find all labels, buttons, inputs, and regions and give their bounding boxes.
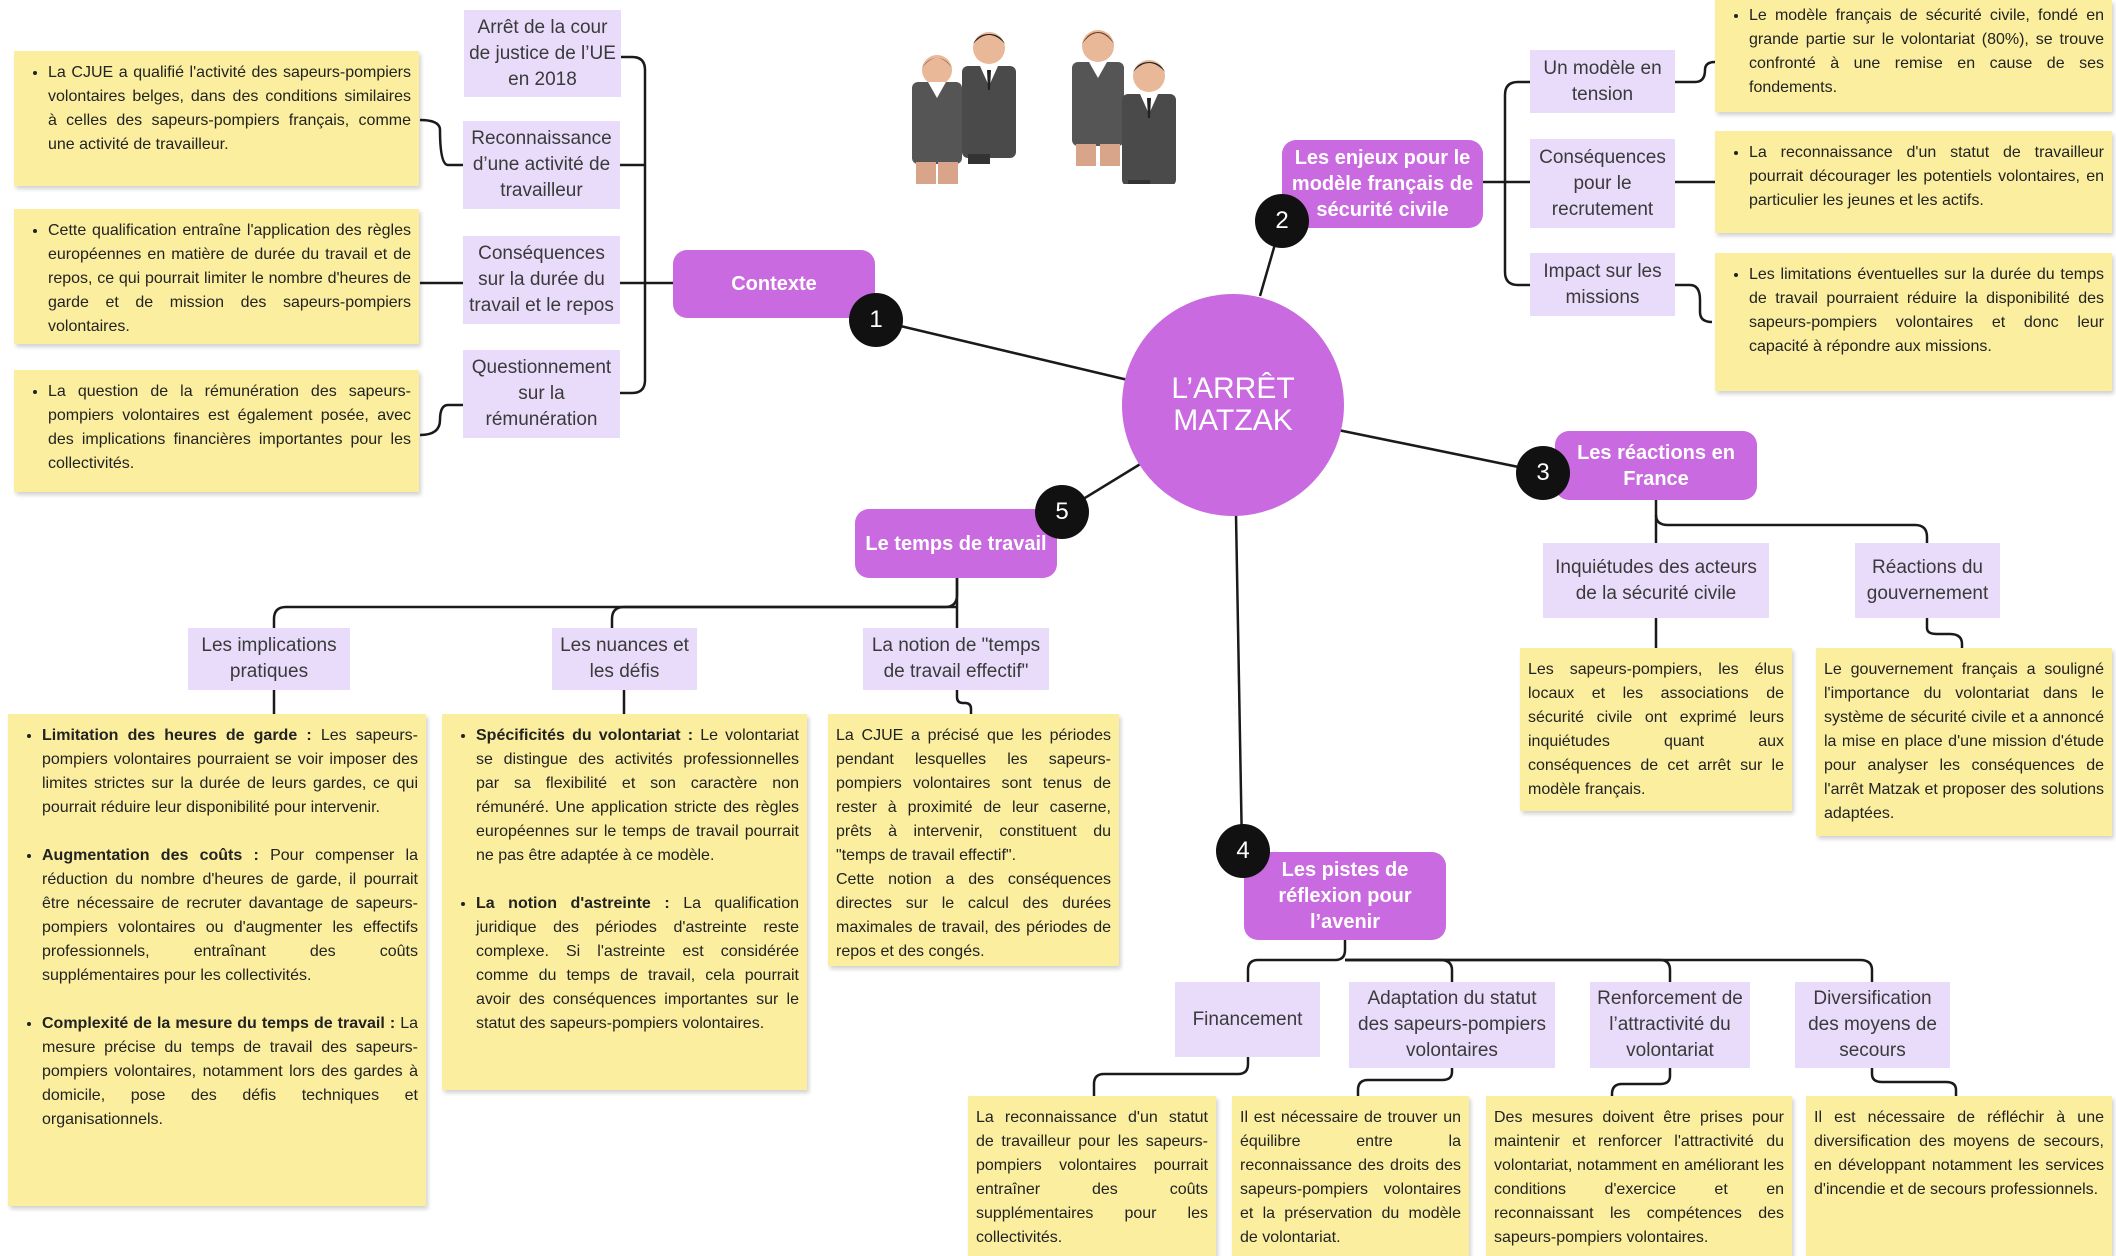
note-text: La question de la rémunération des sapeu…: [48, 380, 411, 476]
note-financement: La reconnaissance d'un statut de travail…: [968, 1096, 1216, 1256]
note-remuneration: La question de la rémunération des sapeu…: [14, 370, 419, 492]
badge-4: 4: [1216, 824, 1270, 878]
subtopic-financement[interactable]: Financement: [1175, 982, 1320, 1057]
subtopic-adaptation[interactable]: Adaptation du statut des sapeurs-pompier…: [1349, 982, 1555, 1068]
badge-2: 2: [1255, 194, 1309, 248]
subtopic-notion[interactable]: La notion de "temps de travail effectif": [863, 628, 1049, 690]
business-people-pair-icon: [912, 30, 1176, 184]
note-item: La notion d'astreinte : La qualification…: [476, 892, 799, 1036]
note-cjue-precise: La CJUE a précisé que les périodes penda…: [828, 714, 1119, 966]
note-text: Le modèle français de sécurité civile, f…: [1749, 4, 2104, 100]
note-text: La CJUE a précisé que les périodes penda…: [836, 727, 1111, 960]
subtopic-reactions-gouv[interactable]: Réactions du gouvernement: [1855, 543, 2000, 618]
note-mesures: Des mesures doivent être prises pour mai…: [1486, 1096, 1792, 1256]
note-implications: Limitation des heures de garde : Les sap…: [8, 714, 426, 1206]
note-statut: La reconnaissance d'un statut de travail…: [1715, 131, 2112, 233]
note-nuances: Spécificités du volontariat : Le volonta…: [442, 714, 807, 1090]
topic-reactions[interactable]: Les réactions en France: [1555, 431, 1757, 500]
note-cjue-qualifie: La CJUE a qualifié l'activité des sapeur…: [14, 51, 419, 186]
note-text: La CJUE a qualifié l'activité des sapeur…: [48, 61, 411, 157]
note-gouvernement: Le gouvernement français a souligné l'im…: [1816, 648, 2112, 836]
subtopic-modele-tension[interactable]: Un modèle en tension: [1530, 50, 1675, 113]
topic-pistes[interactable]: Les pistes de réflexion pour l’avenir: [1244, 852, 1446, 940]
subtopic-reconnaissance[interactable]: Reconnaissance d’une activité de travail…: [463, 121, 620, 209]
note-equilibre: Il est nécessaire de trouver un équilibr…: [1232, 1096, 1469, 1256]
subtopic-renforcement[interactable]: Renforcement de l’attractivité du volont…: [1590, 982, 1750, 1068]
subtopic-consequences-duree[interactable]: Conséquences sur la durée du travail et …: [463, 236, 620, 324]
topic-temps[interactable]: Le temps de travail: [855, 509, 1057, 578]
note-limitations: Les limitations éventuelles sur la durée…: [1715, 253, 2112, 391]
subtopic-consequences-recrutement[interactable]: Conséquences pour le recrutement: [1530, 139, 1675, 228]
topic-contexte[interactable]: Contexte: [673, 250, 875, 318]
subtopic-questionnement[interactable]: Questionnement sur la rémunération: [463, 350, 620, 438]
note-text: La reconnaissance d'un statut de travail…: [976, 1109, 1208, 1246]
note-item: Limitation des heures de garde : Les sap…: [42, 724, 418, 820]
subtopic-implications[interactable]: Les implications pratiques: [188, 628, 350, 690]
note-diversification: Il est nécessaire de réfléchir à une div…: [1806, 1096, 2112, 1256]
badge-1: 1: [849, 293, 903, 347]
note-text: Il est nécessaire de réfléchir à une div…: [1814, 1109, 2104, 1198]
note-item: Spécificités du volontariat : Le volonta…: [476, 724, 799, 868]
subtopic-nuances[interactable]: Les nuances et les défis: [552, 628, 697, 690]
note-item: Complexité de la mesure du temps de trav…: [42, 1012, 418, 1132]
central-topic[interactable]: L’ARRÊT MATZAK: [1122, 294, 1344, 516]
topic-enjeux[interactable]: Les enjeux pour le modèle français de sé…: [1282, 140, 1483, 228]
note-modele: Le modèle français de sécurité civile, f…: [1715, 0, 2112, 112]
note-inquietudes: Les sapeurs-pompiers, les élus locaux et…: [1520, 648, 1792, 811]
note-text: Des mesures doivent être prises pour mai…: [1494, 1109, 1784, 1246]
subtopic-impact-missions[interactable]: Impact sur les missions: [1530, 253, 1675, 316]
subtopic-diversification[interactable]: Diversification des moyens de secours: [1795, 982, 1950, 1068]
badge-5: 5: [1035, 485, 1089, 539]
subtopic-inquietudes[interactable]: Inquiétudes des acteurs de la sécurité c…: [1543, 543, 1769, 618]
note-qualification: Cette qualification entraîne l'applicati…: [14, 209, 419, 344]
note-item: Augmentation des coûts : Pour compenser …: [42, 844, 418, 988]
badge-3: 3: [1516, 446, 1570, 500]
note-text: Les limitations éventuelles sur la durée…: [1749, 263, 2104, 359]
note-text: Le gouvernement français a souligné l'im…: [1824, 661, 2104, 822]
subtopic-arret-cour[interactable]: Arrêt de la cour de justice de l’UE en 2…: [464, 10, 621, 97]
note-text: La reconnaissance d'un statut de travail…: [1749, 141, 2104, 213]
note-text: Cette qualification entraîne l'applicati…: [48, 219, 411, 339]
note-text: Il est nécessaire de trouver un équilibr…: [1240, 1109, 1461, 1246]
note-text: Les sapeurs-pompiers, les élus locaux et…: [1528, 661, 1784, 798]
